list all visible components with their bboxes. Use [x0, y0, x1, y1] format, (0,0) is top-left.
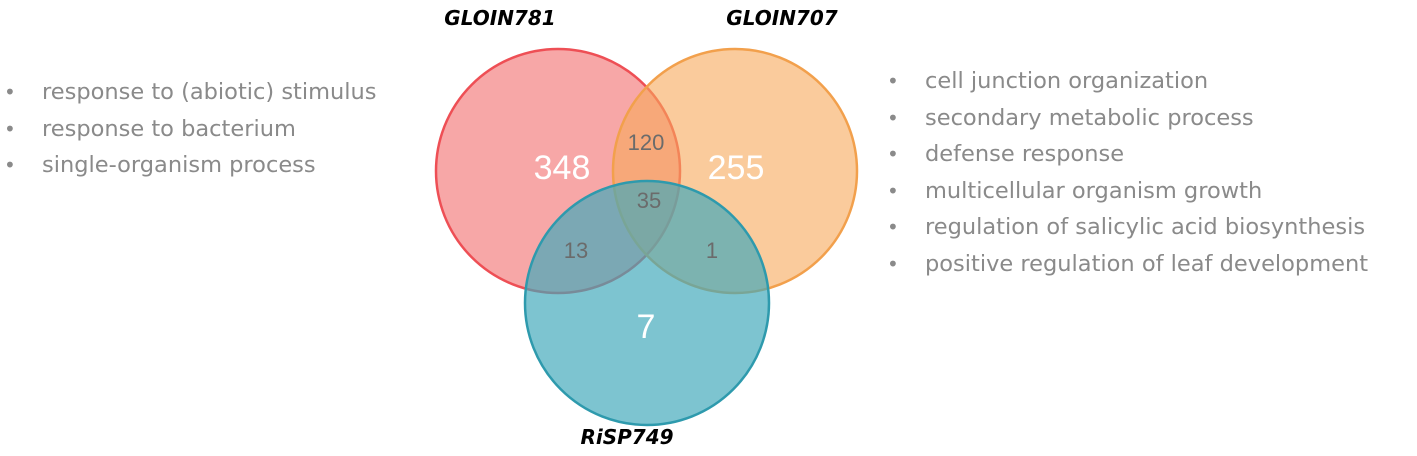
set-label-risp749: RiSP749	[580, 425, 673, 449]
count-gloin707-risp749: 1	[706, 238, 718, 263]
bullet-icon: •	[4, 153, 16, 177]
go-term-label: positive regulation of leaf development	[925, 250, 1369, 277]
go-term-label: response to (abiotic) stimulus	[42, 79, 377, 105]
bullet-icon: •	[887, 69, 899, 93]
go-term-item: • secondary metabolic process	[887, 100, 1368, 137]
bullet-icon: •	[887, 178, 899, 203]
go-term-label: multicellular organism growth	[925, 177, 1263, 204]
go-term-item: • defense response	[887, 136, 1368, 173]
go-term-item: • multicellular organism growth	[887, 173, 1368, 210]
bullet-icon: •	[4, 80, 16, 104]
go-term-label: regulation of salicylic acid biosynthesi…	[925, 214, 1366, 240]
go-term-label: response to bacterium	[42, 115, 296, 142]
go-term-item: • positive regulation of leaf development	[887, 246, 1368, 283]
go-term-item: • single-organism process	[4, 147, 377, 184]
go-term-label: single-organism process	[42, 152, 316, 178]
go-term-item: • regulation of salicylic acid biosynthes…	[887, 209, 1368, 246]
bullet-icon: •	[887, 142, 899, 166]
count-gloin781-only: 348	[534, 149, 591, 187]
go-term-label: cell junction organization	[925, 68, 1209, 94]
set-label-gloin707: GLOIN707	[726, 6, 837, 30]
count-gloin707-only: 255	[708, 149, 765, 187]
bullet-icon: •	[887, 251, 899, 276]
bullet-icon: •	[4, 116, 16, 141]
go-term-label: secondary metabolic process	[925, 104, 1254, 131]
go-term-item: • response to (abiotic) stimulus	[4, 74, 377, 111]
count-gloin781-risp749: 13	[564, 238, 588, 263]
set-label-gloin781: GLOIN781	[444, 6, 555, 30]
bullet-icon: •	[887, 105, 899, 130]
left-go-term-list: • response to (abiotic) stimulus • respons…	[4, 74, 377, 184]
go-term-item: • cell junction organization	[887, 63, 1368, 100]
count-all-three: 35	[637, 188, 661, 213]
count-gloin781-gloin707: 120	[628, 130, 665, 155]
count-risp749-only: 7	[637, 308, 656, 346]
bullet-icon: •	[887, 215, 899, 239]
go-term-item: • response to bacterium	[4, 111, 377, 148]
right-go-term-list: • cell junction organization • secondary m…	[887, 63, 1368, 282]
go-term-label: defense response	[925, 141, 1125, 167]
set-circle-risp749	[523, 179, 771, 427]
